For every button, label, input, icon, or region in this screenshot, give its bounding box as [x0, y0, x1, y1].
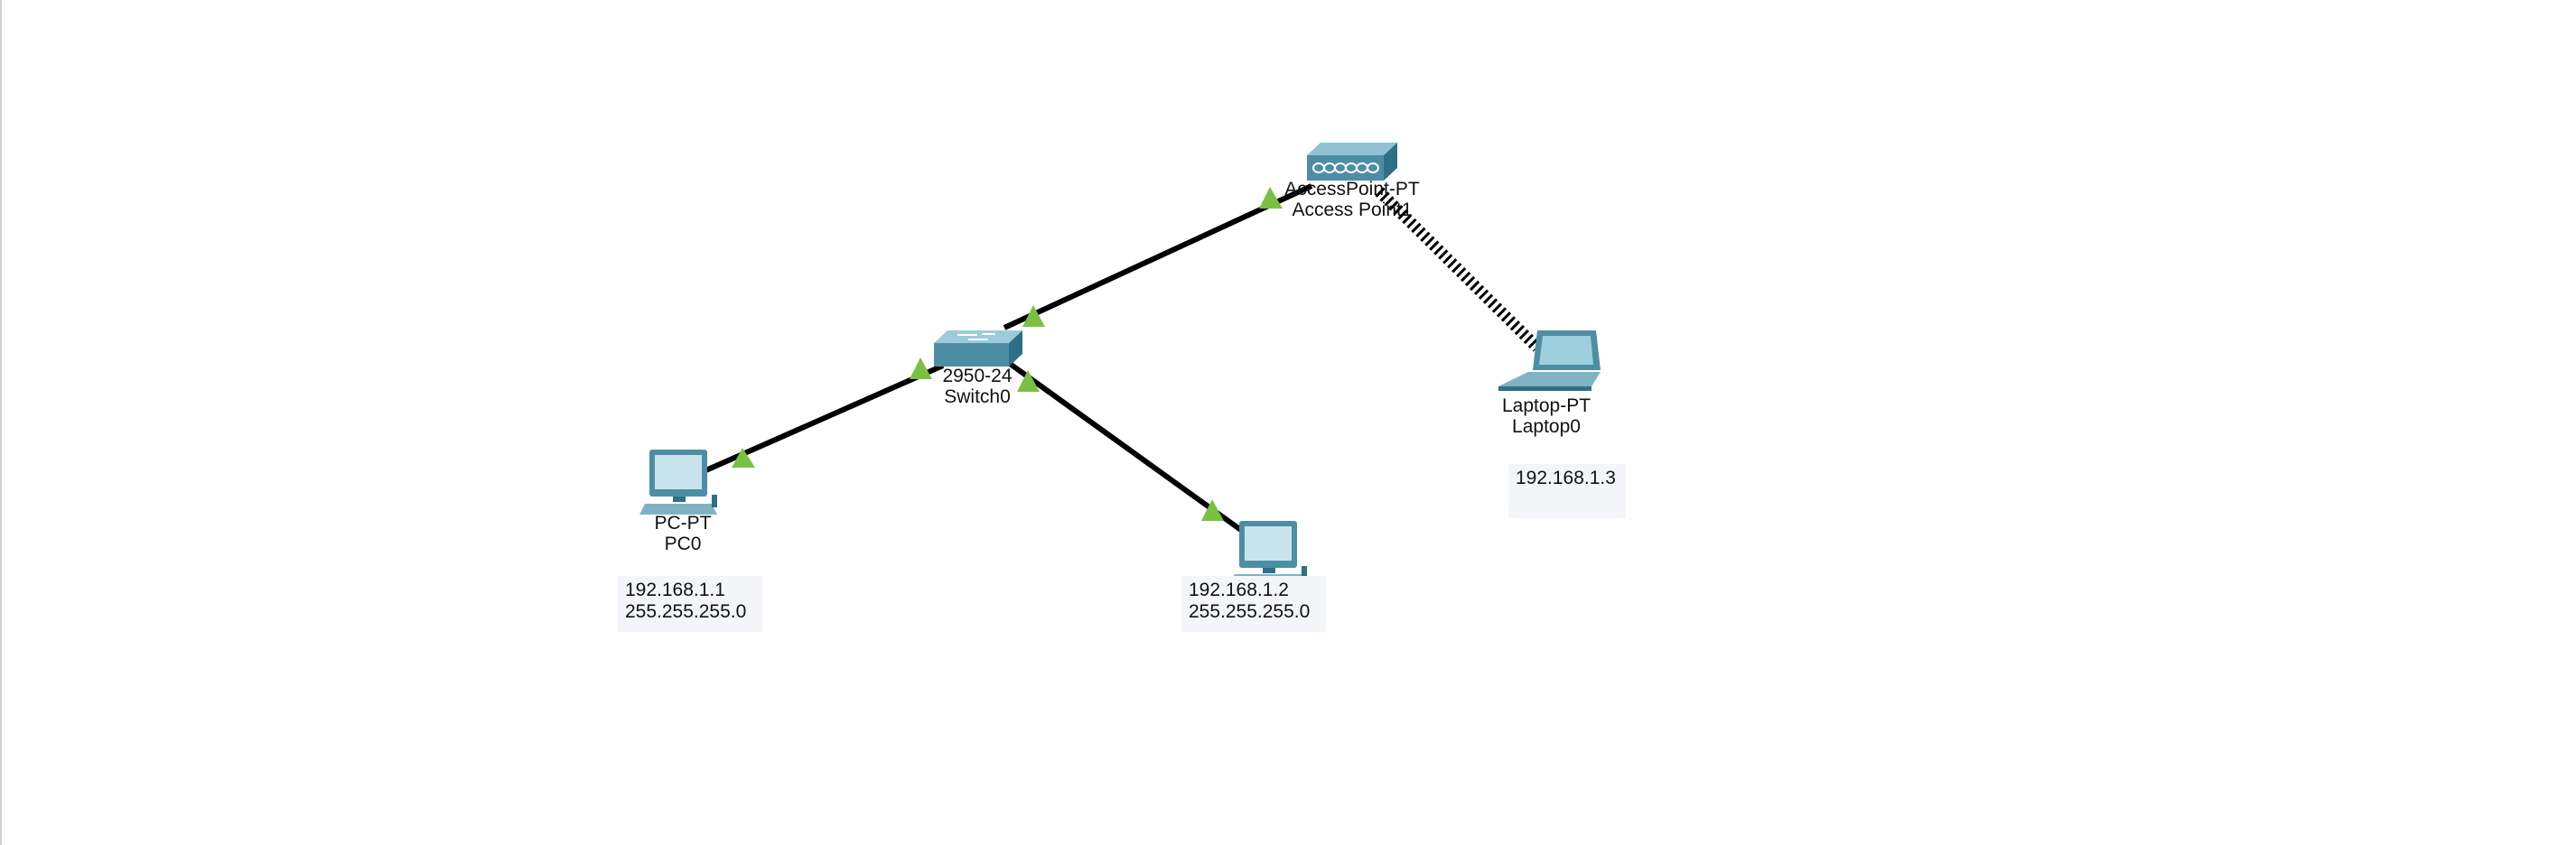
note-pc1[interactable]: 192.168.1.2 255.255.255.0 — [1181, 576, 1326, 632]
accesspoint-icon[interactable] — [1307, 143, 1397, 181]
note-pc1-mask: 255.255.255.0 — [1189, 601, 1311, 622]
wireless-link-accesspoint-laptop0[interactable] — [1375, 187, 1542, 352]
switch0-model: 2950-24 — [942, 366, 1013, 386]
switch-icon[interactable] — [934, 330, 1022, 367]
note-laptop0-ip: 192.168.1.3 — [1516, 468, 1616, 488]
link-status-up-icon — [1022, 305, 1045, 327]
accesspoint-label: AccessPoint-PT Access Point1 — [1271, 179, 1433, 220]
link-status-up-icon — [1259, 187, 1283, 209]
laptop0-icon[interactable] — [1498, 330, 1601, 391]
link-status-up-icon — [910, 358, 932, 379]
link-status-up-icon — [1201, 499, 1224, 521]
note-pc0-mask: 255.255.255.0 — [625, 601, 747, 622]
note-laptop0[interactable]: 192.168.1.3 — [1508, 464, 1626, 518]
pc0-model: PC-PT — [654, 513, 712, 534]
accesspoint-model: AccessPoint-PT — [1284, 179, 1420, 200]
accesspoint-name: Access Point1 — [1292, 200, 1413, 220]
link-status-up-icon — [732, 448, 755, 468]
pc0-name: PC0 — [664, 534, 702, 554]
laptop0-model: Laptop-PT — [1501, 395, 1591, 416]
link-switch0-accesspoint[interactable] — [1003, 183, 1313, 330]
link-switch0-pc1[interactable] — [1004, 358, 1246, 535]
link-status-up-icon — [1017, 370, 1040, 392]
switch0-label: 2950-24 Switch0 — [932, 366, 1022, 407]
laptop0-name: Laptop0 — [1512, 416, 1581, 437]
laptop0-label: Laptop-PT Laptop0 — [1492, 395, 1601, 437]
note-pc0[interactable]: 192.168.1.1 255.255.255.0 — [618, 576, 762, 632]
pc0-label: PC-PT PC0 — [647, 513, 719, 554]
pc1-computer-icon[interactable] — [1229, 521, 1307, 583]
note-pc1-ip: 192.168.1.2 — [1189, 580, 1289, 600]
switch0-name: Switch0 — [944, 386, 1011, 407]
pc0-computer-icon[interactable] — [639, 450, 717, 515]
note-pc0-ip: 192.168.1.1 — [625, 580, 725, 600]
